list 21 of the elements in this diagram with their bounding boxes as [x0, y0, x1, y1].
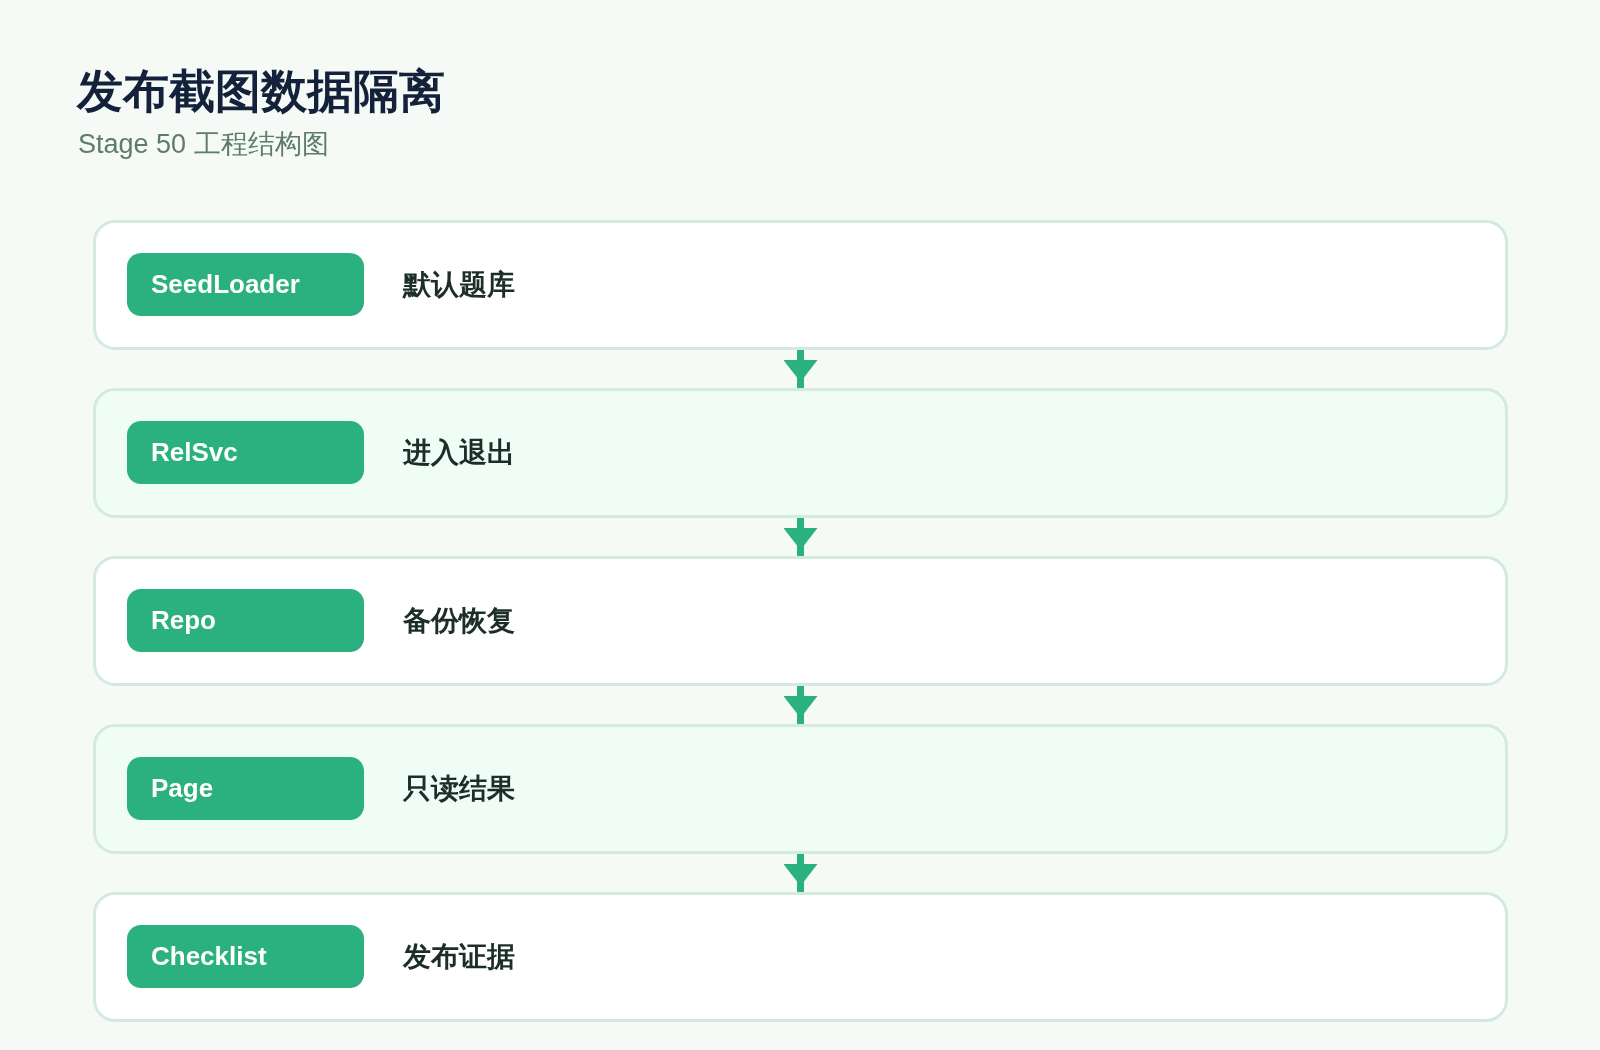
module-tag: RelSvc: [127, 421, 364, 484]
module-tag: SeedLoader: [127, 253, 364, 316]
arrow: [783, 350, 818, 388]
row-card: [93, 388, 1508, 518]
subtitle: Stage 50 工程结构图: [78, 128, 329, 161]
row-card: [93, 892, 1508, 1022]
title: 发布截图数据隔离: [77, 64, 445, 119]
description-text: 只读结果: [403, 772, 515, 806]
description-text: 默认题库: [403, 268, 515, 302]
module-tag: Repo: [127, 589, 364, 652]
arrow: [783, 518, 818, 556]
description-text: 备份恢复: [403, 604, 515, 638]
row-card: [93, 220, 1508, 350]
description-text: 进入退出: [403, 436, 515, 470]
row-card: [93, 556, 1508, 686]
row-card: [93, 724, 1508, 854]
arrow: [783, 854, 818, 892]
arrow: [783, 686, 818, 724]
module-tag: Page: [127, 757, 364, 820]
description-text: 发布证据: [403, 940, 515, 974]
module-tag: Checklist: [127, 925, 364, 988]
